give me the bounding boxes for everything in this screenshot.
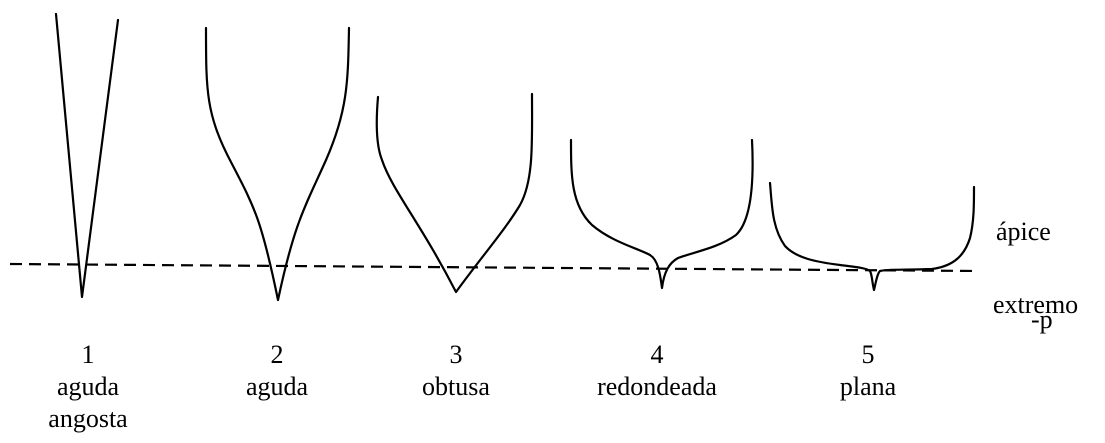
shape-5-flat [768, 181, 976, 292]
shape-1-name: aguda [56, 372, 120, 401]
shape-5-number: 5 [861, 340, 875, 369]
shape-1-extra: angosta [48, 404, 128, 433]
tip-label: extremo [993, 290, 1079, 319]
shape-4-rounded [569, 138, 754, 290]
shape-3-obtuse [375, 92, 534, 294]
shape-2-name: aguda [245, 372, 309, 401]
shape-3-name: obtusa [422, 372, 490, 401]
shape-2-acute [204, 26, 351, 302]
shape-2-number: 2 [270, 340, 284, 369]
shape-1-narrow-acute [54, 12, 120, 299]
tip-label-overlap-mark: -p [1031, 305, 1053, 334]
apex-baseline [9, 262, 979, 273]
shape-1-number: 1 [81, 340, 95, 369]
shape-3-number: 3 [449, 340, 463, 369]
shape-5-name: plana [839, 372, 897, 401]
apex-label: ápice [996, 217, 1051, 246]
shape-4-number: 4 [650, 340, 664, 369]
shape-4-name: redondeada [597, 372, 717, 401]
